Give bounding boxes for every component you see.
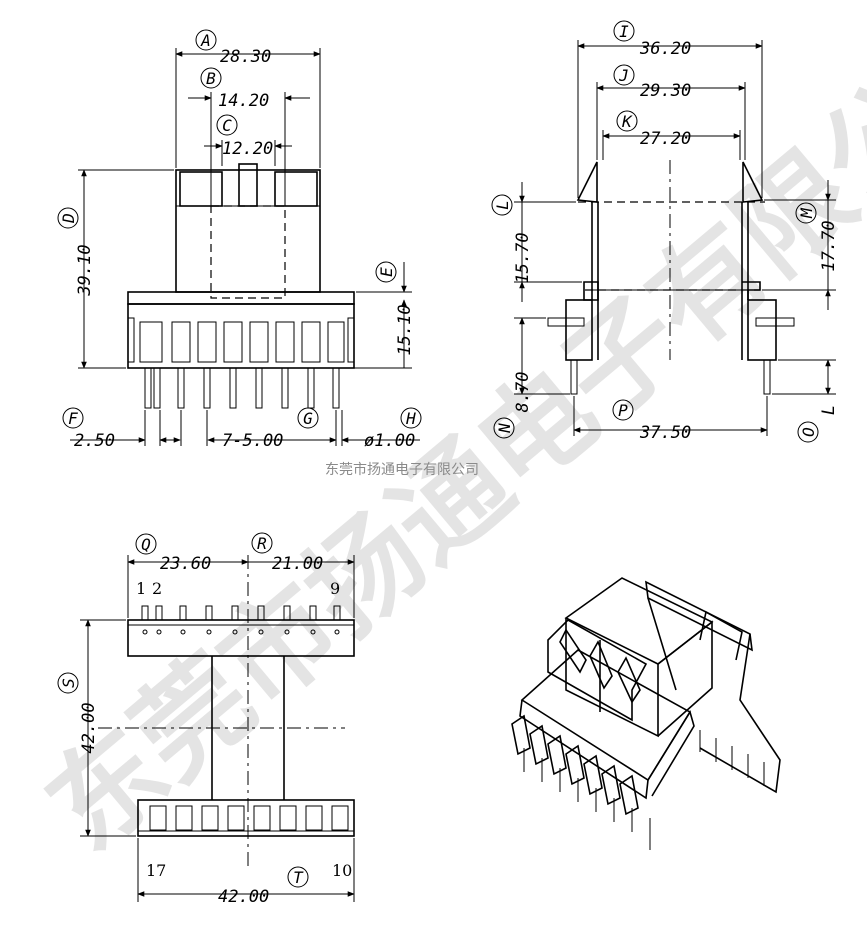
company-caption: 东莞市扬通电子有限公司 [325,461,479,478]
dim-G: 7-5.00 [222,431,283,451]
dim-H: ø1.00 [364,431,415,451]
dim-O: L [819,405,839,415]
side-view: I 36.20 J 29.30 K 27.20 L 15.70 M 17.70 [491,20,839,443]
label-Q: Q [141,535,151,554]
label-B: B [206,69,216,88]
label-K: K [621,112,633,131]
dim-B: 14.20 [218,91,269,111]
front-pin-slots [139,321,345,363]
label-E: E [377,267,396,277]
bottom-bottom-pins [149,805,349,831]
bottom-top-pins [141,605,341,621]
bottom-top-pin-holes [142,629,340,635]
label-G: G [303,409,313,428]
dim-A: 28.30 [220,47,271,67]
label-L: L [493,200,512,210]
label-T: T [293,868,304,887]
dim-R: 21.00 [272,554,323,574]
pin-17: 17 [146,861,166,880]
label-D: D [59,213,78,224]
dim-F: 2.50 [74,431,115,451]
pin-10: 10 [332,861,352,880]
front-body-outline [175,169,321,293]
label-O: O [799,427,818,437]
dim-N: 8.70 [513,372,533,413]
label-C: C [222,116,232,135]
label-M: M [797,207,816,219]
label-I: I [619,22,629,41]
dim-C: 12.20 [222,139,273,159]
dim-K: 27.20 [640,129,691,149]
dim-M: 17.70 [819,220,839,271]
label-R: R [257,534,267,553]
dim-T: 42.00 [218,887,269,907]
watermark: 东莞市扬通电子有限公司 [24,0,867,876]
pin-1: 1 [136,579,146,598]
label-N: N [495,423,514,434]
dim-L: 15.70 [513,232,533,283]
label-H: H [405,409,416,428]
svg-text:东莞市扬通电子有限公司: 东莞市扬通电子有限公司 [24,0,867,876]
dim-E: 15.10 [395,304,415,355]
dim-J: 29.30 [640,81,691,101]
pin-2: 2 [152,579,162,598]
pin-9: 9 [330,579,340,598]
label-S: S [59,678,78,688]
bottom-view: 1 2 9 17 10 Q 23.60 R 21.00 S 42.00 T 42… [57,532,355,907]
dim-Q: 23.60 [160,554,211,574]
front-view: A 28.30 B 14.20 C 12.20 D 39.10 E 15.10 [57,29,422,451]
label-A: A [200,31,211,50]
label-P: P [618,401,628,420]
label-F: F [68,409,78,428]
label-J: J [618,66,629,85]
front-pins [144,367,340,409]
dim-S: 42.00 [79,702,99,753]
dim-P: 37.50 [639,423,691,443]
dim-I: 36.20 [639,39,691,59]
isometric-view [511,577,781,850]
dim-D: 39.10 [75,244,95,296]
